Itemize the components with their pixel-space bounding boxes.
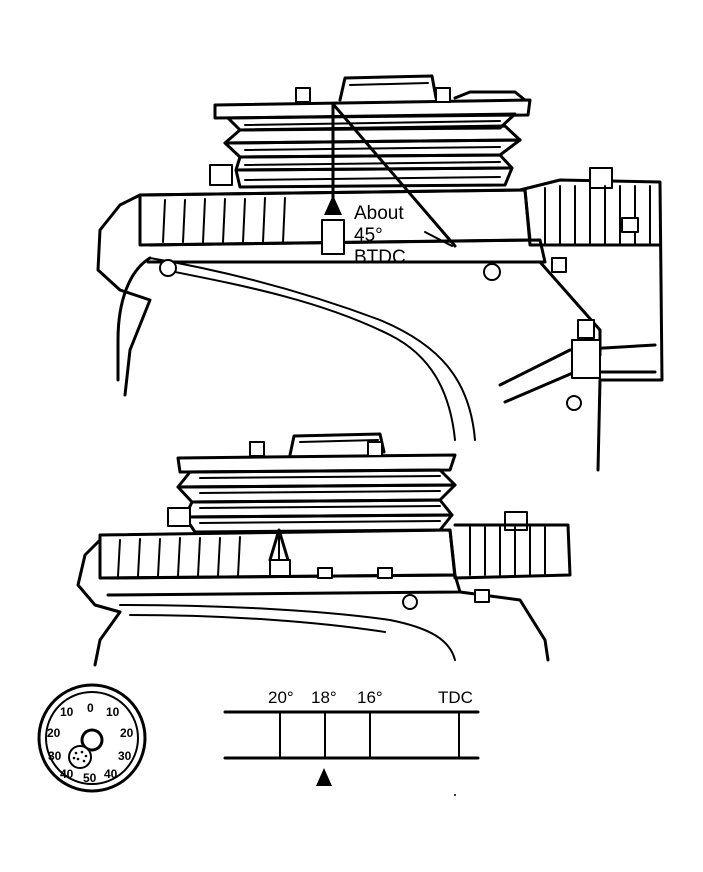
- scale-label-tdc: TDC: [438, 688, 473, 707]
- block-outline-bottom: [76, 538, 122, 667]
- scale-label-20: 20°: [268, 688, 294, 707]
- nut-icon: [435, 87, 451, 103]
- dial-num-50: 50: [83, 771, 97, 785]
- pointer-arrow-icon: [316, 768, 332, 786]
- dial-num-10-right: 10: [106, 705, 120, 719]
- bolt-icon: [209, 164, 233, 186]
- scale-label-18: 18°: [311, 688, 337, 707]
- nut-icon: [249, 441, 265, 457]
- dial-num-0: 0: [87, 701, 94, 715]
- block-inner-curve: [164, 269, 456, 441]
- callout-degrees: 45°: [354, 225, 383, 246]
- timing-scale: 20° 18° 16° TDC: [223, 688, 480, 796]
- timing-pointer-top: [321, 102, 457, 255]
- dial-num-30-left: 30: [48, 749, 62, 763]
- block-lower-left: [116, 256, 152, 382]
- dial-outer-ring: [37, 683, 147, 793]
- dial-num-20-right: 20: [120, 726, 134, 740]
- dial-num-40-right: 40: [104, 767, 118, 781]
- nut-icon: [367, 441, 383, 457]
- callout-about: About: [354, 203, 404, 224]
- bracket-arm: [159, 259, 657, 411]
- up-arrow-icon: [324, 195, 342, 215]
- rim-plate: [146, 238, 547, 264]
- rim-ribs: [162, 197, 286, 243]
- top-engine-view: About 45° BTDC: [96, 74, 664, 472]
- dial-num-10-left: 10: [60, 705, 74, 719]
- bottom-engine-view: [76, 432, 572, 667]
- right-housing: [523, 185, 662, 357]
- rim-ribs-bottom: [117, 536, 241, 577]
- nut-icon: [295, 87, 311, 103]
- timing-dial: 10 0 10 20 20 30 30 40 50 40: [37, 683, 147, 793]
- timing-pointer-bottom: [268, 528, 393, 579]
- dial-knob: [68, 745, 92, 769]
- bolt-icon: [589, 167, 613, 189]
- dial-num-30-right: 30: [118, 749, 132, 763]
- pulley-bottom: [176, 432, 457, 534]
- bolt-icon: [167, 507, 191, 527]
- callout-btdc: BTDC: [354, 247, 406, 268]
- block-lower-curve: [149, 257, 476, 441]
- dial-num-40-left: 40: [60, 767, 74, 781]
- dial-num-20-left: 20: [47, 726, 61, 740]
- pulley-top: [213, 74, 532, 189]
- scale-label-16: 16°: [357, 688, 383, 707]
